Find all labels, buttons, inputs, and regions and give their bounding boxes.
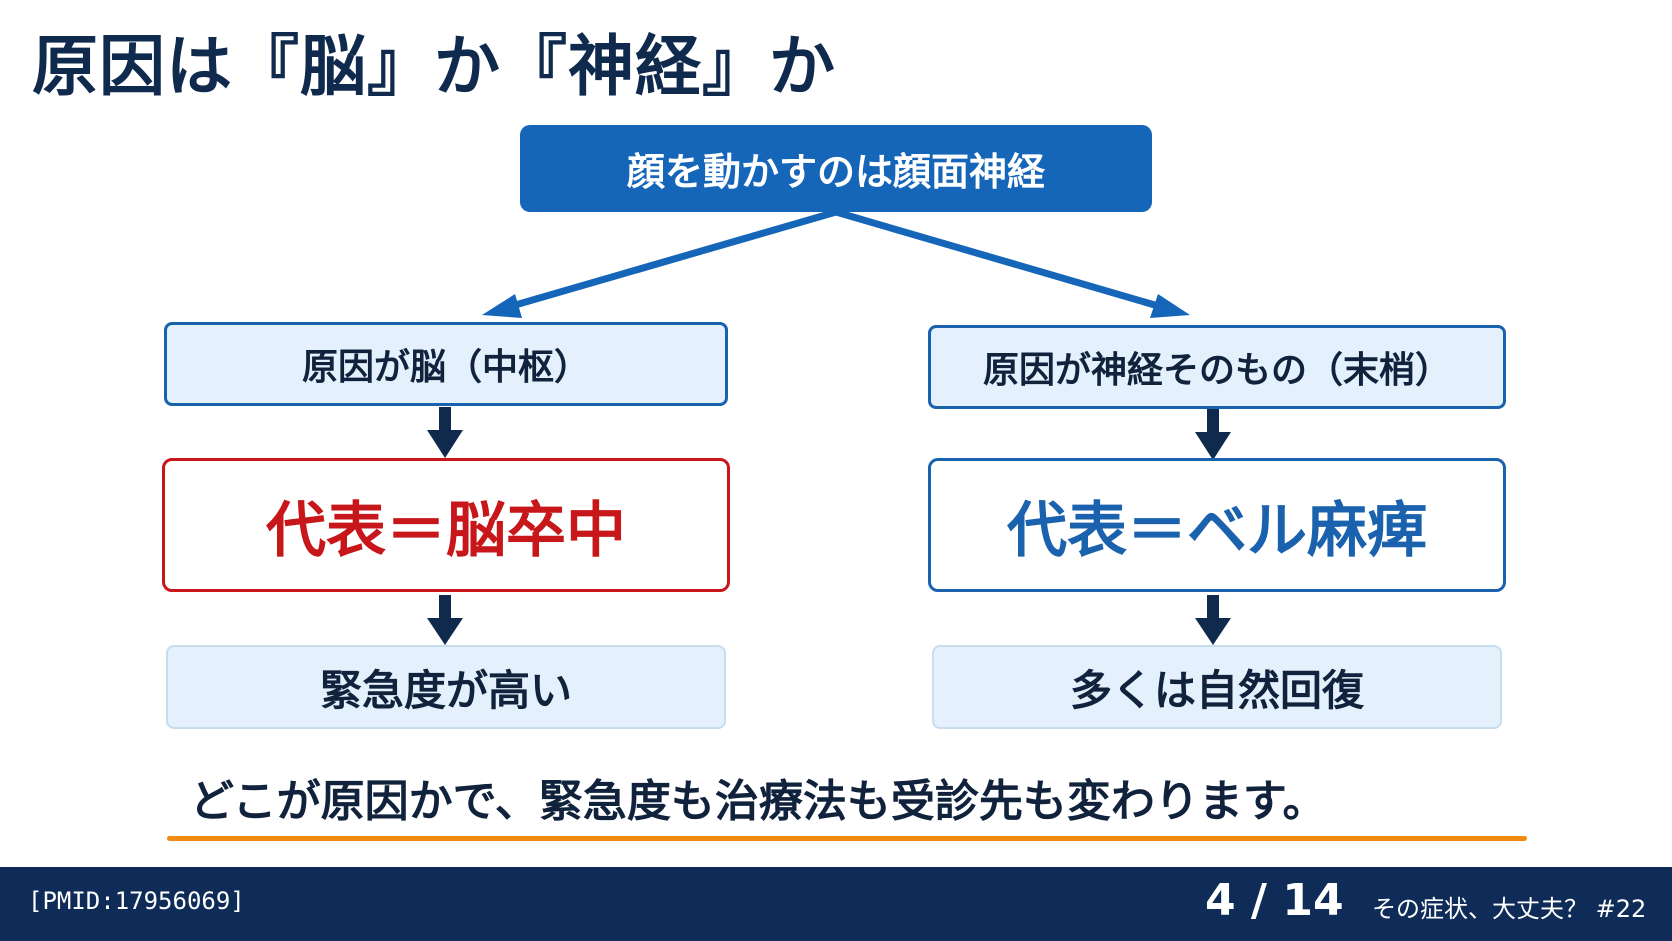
down-arrow-left-2-head bbox=[427, 618, 463, 645]
down-arrow-right-2-head bbox=[1195, 618, 1231, 645]
footer-bar: [PMID:17956069] 4 / 14 その症状、大丈夫？ #22 bbox=[0, 867, 1672, 941]
left-cause-box: 原因が脳（中枢） bbox=[164, 322, 728, 406]
right-cause-box: 原因が神経そのもの（末梢） bbox=[928, 325, 1506, 409]
split-arrow-left bbox=[504, 208, 837, 312]
slide-title: 原因は『脳』か『神経』か bbox=[32, 28, 836, 105]
left-outcome-box: 緊急度が高い bbox=[166, 645, 726, 729]
left-representative-box: 代表＝脳卒中 bbox=[162, 458, 730, 592]
key-message: どこが原因かで、緊急度も治療法も受診先も変わります。 bbox=[190, 776, 1327, 827]
down-arrow-left-1-shaft bbox=[439, 407, 451, 432]
down-arrow-left-1-head bbox=[427, 430, 463, 458]
split-arrowhead-right bbox=[1150, 294, 1190, 318]
message-underline bbox=[167, 836, 1527, 841]
right-outcome-box: 多くは自然回復 bbox=[932, 645, 1502, 729]
right-representative-box: 代表＝ベル麻痺 bbox=[928, 458, 1506, 592]
split-arrow-right bbox=[835, 208, 1166, 312]
down-arrow-right-2-shaft bbox=[1207, 595, 1219, 620]
down-arrow-right-1-shaft bbox=[1207, 409, 1219, 434]
series-label: その症状、大丈夫？ #22 bbox=[1372, 895, 1647, 923]
down-arrow-left-2-shaft bbox=[439, 595, 451, 620]
top-node-facial-nerve: 顔を動かすのは顔面神経 bbox=[520, 125, 1152, 212]
citation-label: [PMID:17956069] bbox=[28, 887, 245, 915]
down-arrow-right-1-head bbox=[1195, 432, 1231, 460]
page-indicator: 4 / 14 bbox=[1205, 875, 1344, 926]
split-arrowhead-left bbox=[482, 294, 522, 318]
